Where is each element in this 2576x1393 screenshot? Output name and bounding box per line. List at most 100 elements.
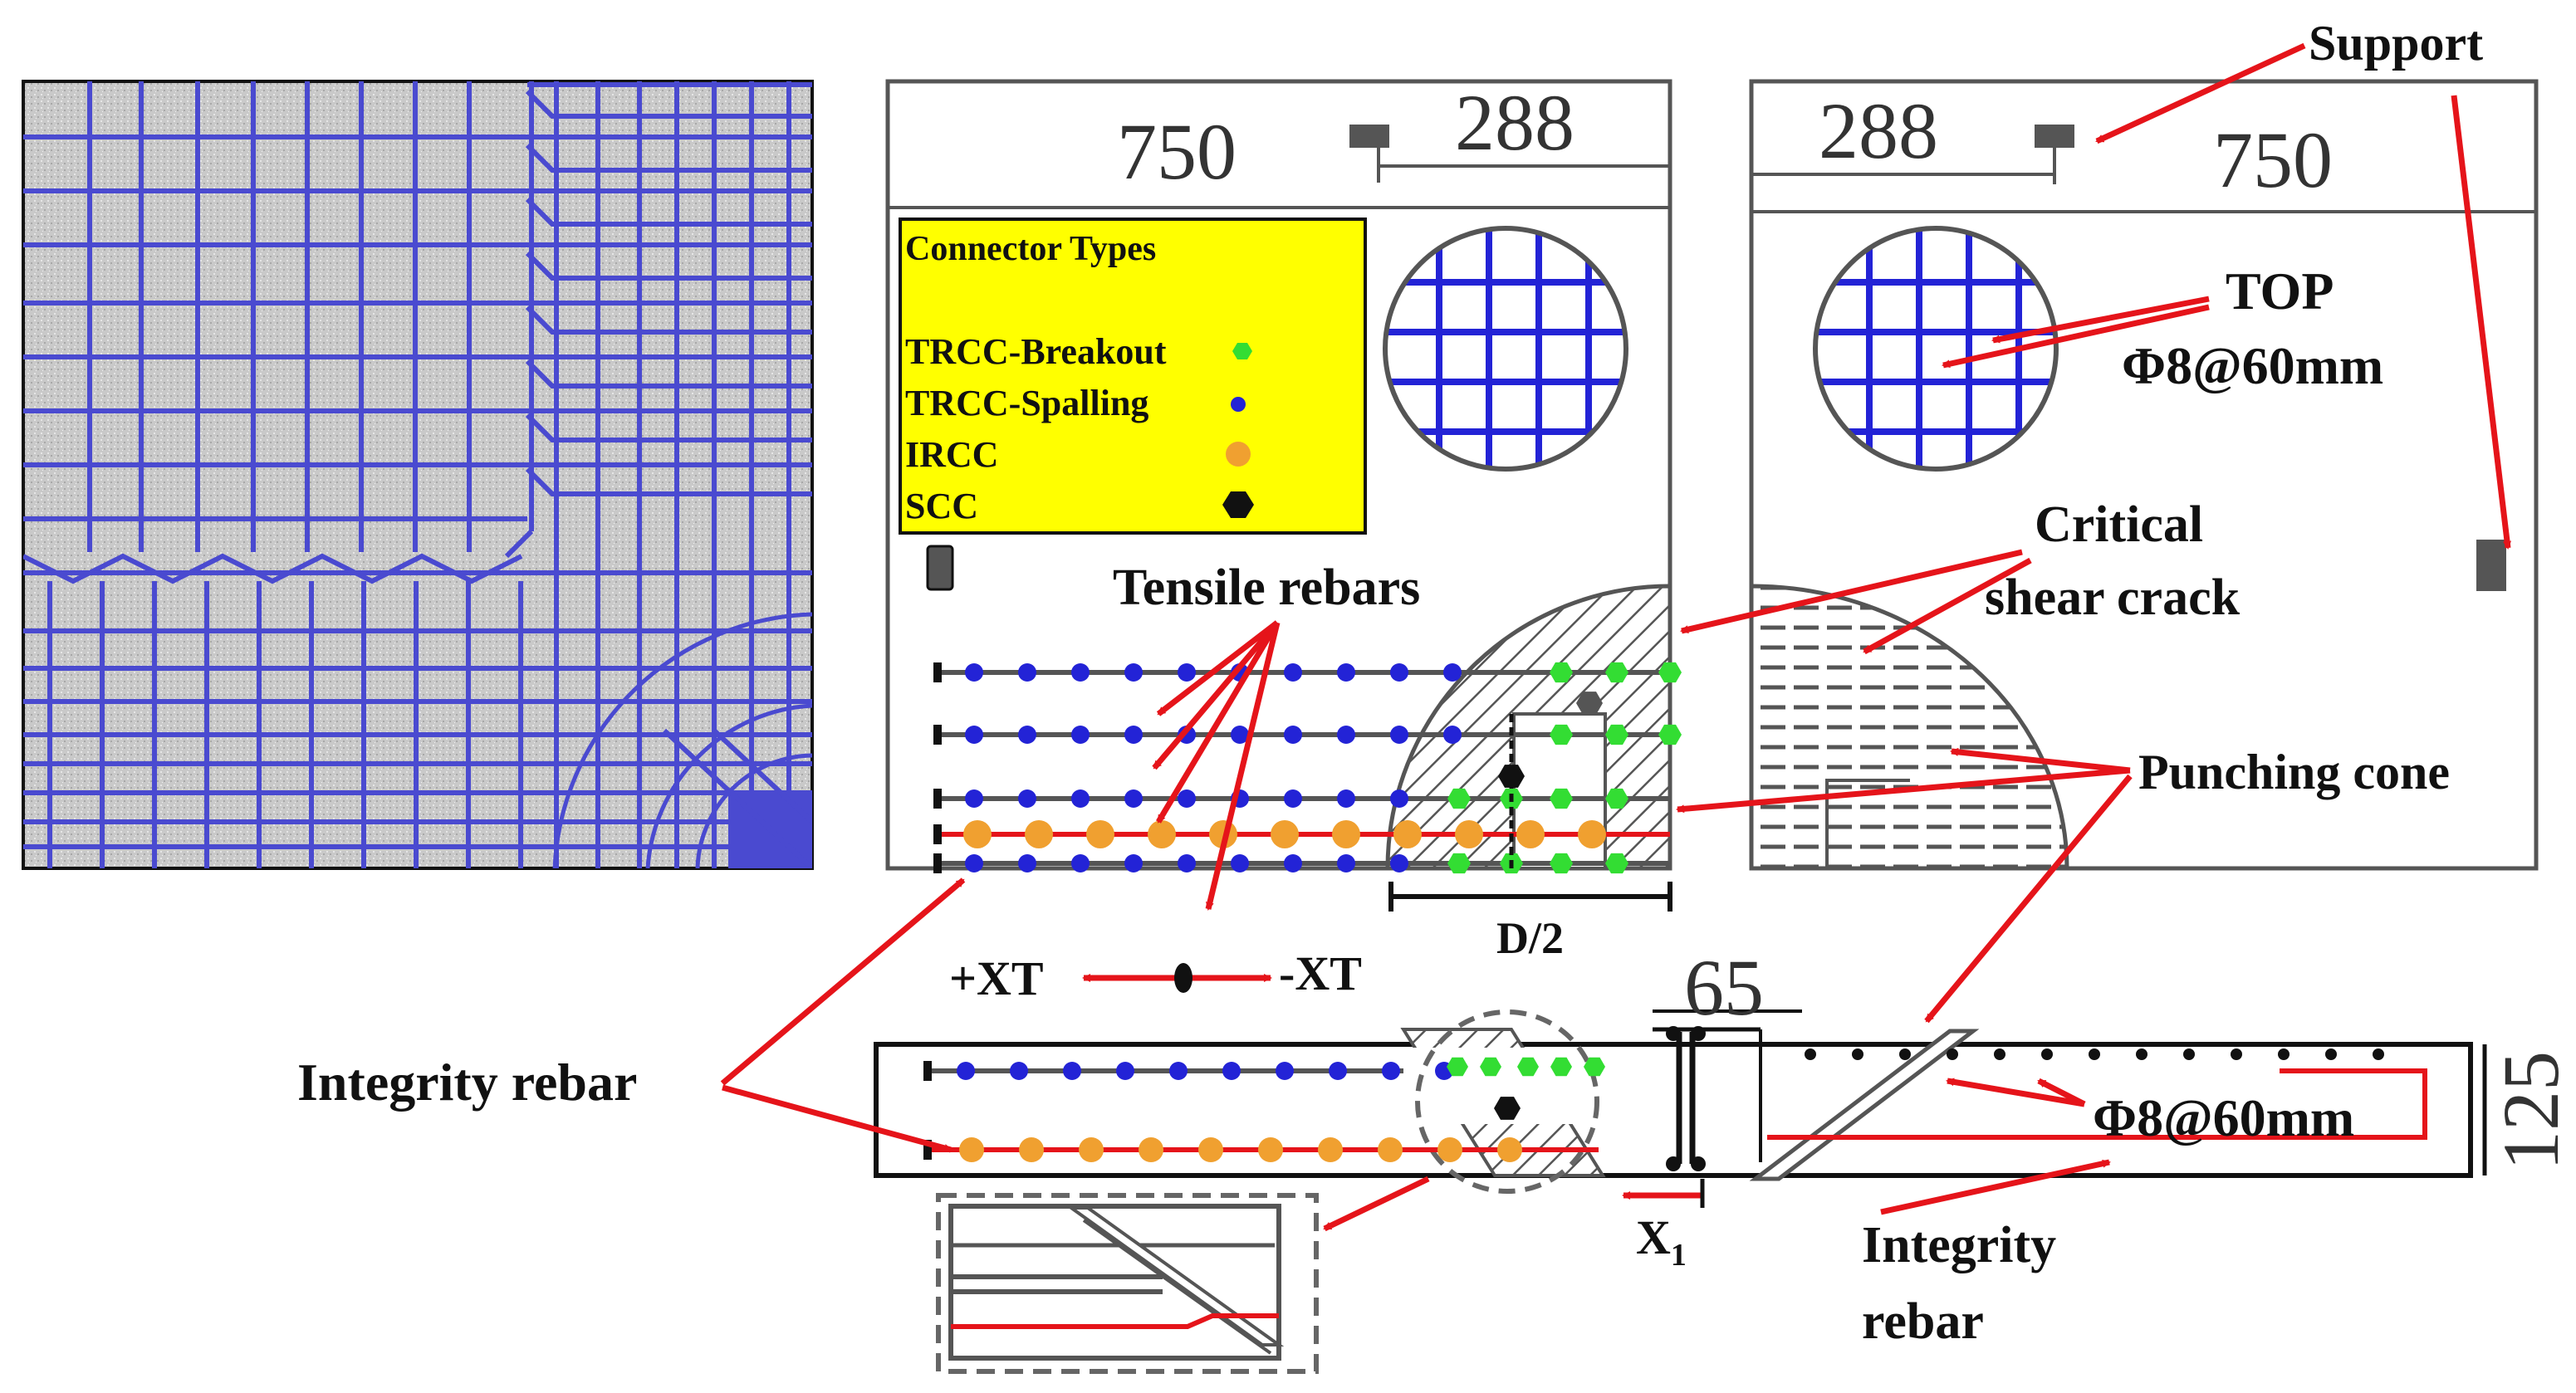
label-x1: X1 (1636, 1210, 1687, 1273)
ircc-dot (1455, 820, 1483, 848)
label-top: TOP (2226, 261, 2334, 320)
trcc-spalling-dot (1178, 854, 1196, 872)
support-block-right (2476, 540, 2506, 591)
section-right-dot (2278, 1048, 2290, 1060)
trcc-spalling-dot (1284, 726, 1302, 744)
trcc-spalling-dot (1124, 854, 1143, 872)
section-orange-dot (1139, 1137, 1163, 1162)
scc-hexagon (1498, 765, 1525, 788)
trcc-spalling-dot (1337, 663, 1355, 682)
label-minus-xt: -XT (1279, 946, 1362, 1000)
ircc-dot (1271, 820, 1299, 848)
trcc-breakout-hexagon (1550, 662, 1573, 683)
legend-label-scc: SCC (905, 486, 978, 526)
trcc-breakout-hexagon (1447, 788, 1471, 809)
section-right-dot (2231, 1048, 2242, 1060)
trcc-breakout-hexagon (1658, 662, 1682, 683)
label-support: Support (2309, 16, 2483, 71)
trcc-spalling-dot (1443, 726, 1462, 744)
rebar-anchor (933, 824, 942, 844)
trcc-spalling-dot (1284, 789, 1302, 808)
section-blue-dot (1222, 1062, 1241, 1080)
trcc-breakout-hexagon (1605, 853, 1628, 874)
section-anchor (923, 1140, 932, 1160)
label-integrity-rebar-left: Integrity rebar (297, 1053, 637, 1112)
label-tensile-rebars: Tensile rebars (1113, 560, 1420, 616)
trcc-breakout-hexagon (1605, 788, 1628, 809)
annotation-arrows (720, 42, 2512, 1232)
section-right-dot (2183, 1048, 2195, 1060)
section-right-dot (2041, 1048, 2053, 1060)
rebar-anchor (933, 789, 942, 809)
trcc-breakout-hexagon (1550, 788, 1573, 809)
section-scc-hexagon (1494, 1097, 1521, 1120)
trcc-spalling-dot (965, 789, 983, 808)
dim-288-right: 288 (1819, 86, 1938, 175)
section-orange-dot (959, 1137, 984, 1162)
section-green-hexagon (1517, 1057, 1539, 1077)
slab-plan-left: 750 288 Connector Types TRCC-Breakout TR… (885, 78, 1682, 963)
cross-section: 125 65 X1 Φ8@60mm Integrity rebar (874, 943, 2575, 1350)
trcc-spalling-dot (1337, 854, 1355, 872)
rebar-anchor (933, 725, 942, 745)
green-hexagon-icon (1232, 343, 1252, 359)
orange-dot-icon (1226, 442, 1251, 467)
trcc-spalling-dot (1284, 854, 1302, 872)
legend-title: Connector Types (905, 230, 1156, 268)
section-green-hexagon (1447, 1057, 1468, 1077)
section-right-dot (2325, 1048, 2337, 1060)
section-right-dot (1852, 1048, 1863, 1060)
section-orange-dot (1318, 1137, 1343, 1162)
section-blue-dot (1382, 1062, 1400, 1080)
trcc-spalling-dot (1071, 726, 1090, 744)
support-block-left (926, 545, 954, 591)
trcc-spalling-dot (965, 726, 983, 744)
trcc-spalling-dot (1124, 663, 1143, 682)
gray-hexagon (1576, 692, 1603, 715)
label-section-spacing: Φ8@60mm (2093, 1088, 2354, 1147)
trcc-spalling-dot (1443, 663, 1462, 682)
ircc-dot (1148, 820, 1176, 848)
section-blue-dot (1116, 1062, 1134, 1080)
trcc-breakout-hexagon (1447, 853, 1471, 874)
fe-mesh-panel (22, 80, 814, 870)
label-plus-xt: +XT (949, 951, 1044, 1005)
dim-d-half: D/2 (1496, 913, 1564, 963)
section-right-dot (1994, 1048, 2005, 1060)
section-right-dot (2373, 1048, 2384, 1060)
trcc-spalling-dot (1018, 726, 1036, 744)
trcc-spalling-dot (1284, 663, 1302, 682)
section-right-dot (1947, 1048, 1958, 1060)
rebar-anchor (933, 662, 942, 682)
section-blue-dot (1329, 1062, 1347, 1080)
ircc-dot (963, 820, 992, 848)
trcc-spalling-dot (1390, 789, 1408, 808)
legend-label-ircc: IRCC (905, 434, 998, 475)
label-critical: Critical (2035, 496, 2203, 553)
trcc-spalling-dot (1018, 854, 1036, 872)
section-orange-dot (1019, 1137, 1044, 1162)
blue-dot-icon (1231, 397, 1246, 412)
ircc-dot (1332, 820, 1360, 848)
section-right-dot (2089, 1048, 2100, 1060)
dim-65: 65 (1684, 943, 1764, 1032)
trcc-spalling-dot (1390, 726, 1408, 744)
trcc-breakout-hexagon (1550, 853, 1573, 874)
section-blue-dot (1063, 1062, 1081, 1080)
trcc-spalling-dot (1178, 663, 1196, 682)
slab-plan-right: 288 750 Support TOP Φ8@60mm Critical she… (1749, 16, 2539, 871)
section-blue-dot (1010, 1062, 1028, 1080)
trcc-spalling-dot (1337, 726, 1355, 744)
label-shear-crack: shear crack (1985, 569, 2241, 626)
dim-125: 125 (2486, 1051, 2575, 1171)
black-hexagon-icon (1222, 491, 1254, 518)
section-blue-dot (1169, 1062, 1188, 1080)
ircc-dot (1516, 820, 1545, 848)
ircc-dot (1025, 820, 1053, 848)
section-right-dot (1805, 1048, 1816, 1060)
detail-inset (936, 1193, 1319, 1374)
section-orange-dot (1497, 1137, 1522, 1162)
legend-label-trcc-spalling: TRCC-Spalling (905, 383, 1148, 423)
dim-288-left: 288 (1455, 78, 1574, 167)
